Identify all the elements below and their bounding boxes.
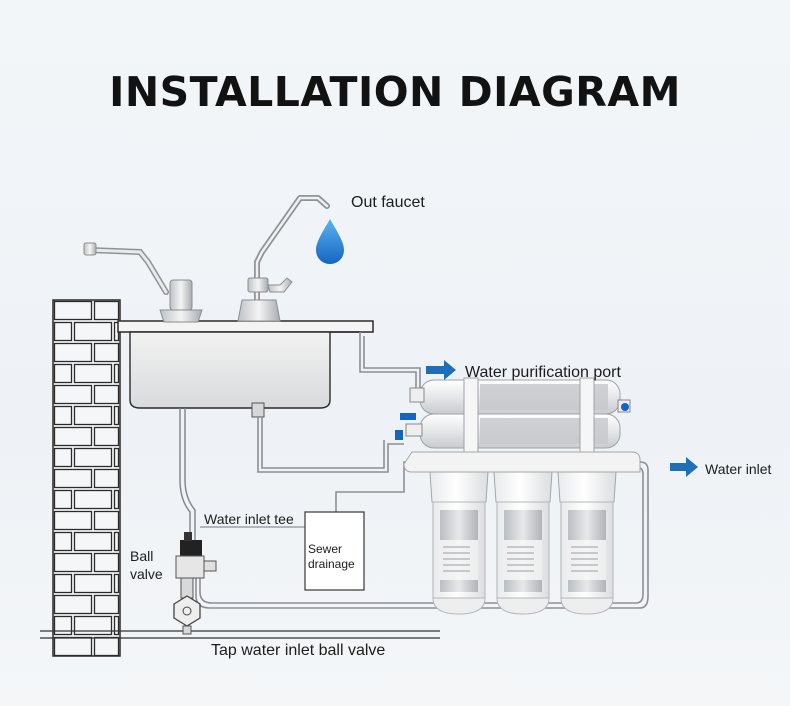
page-title: INSTALLATION DIAGRAM xyxy=(109,68,681,116)
brick xyxy=(73,531,113,552)
brick xyxy=(53,384,93,405)
brick xyxy=(113,573,120,594)
piping xyxy=(179,332,649,609)
brick xyxy=(53,510,93,531)
brick xyxy=(73,447,113,468)
brick xyxy=(73,363,113,384)
tap-water-inlet-ball-valve xyxy=(173,577,201,635)
brick xyxy=(113,531,120,552)
label-ball-valve-line1: Ball xyxy=(130,548,153,564)
label-water-inlet: Water inlet xyxy=(705,461,772,477)
brick xyxy=(113,615,120,636)
label-sewer-line1: Sewer xyxy=(308,542,342,556)
label-out-faucet: Out faucet xyxy=(351,194,425,211)
ball-valve xyxy=(175,532,217,579)
brick xyxy=(73,321,113,342)
brick xyxy=(53,531,73,552)
brick xyxy=(53,552,93,573)
brick xyxy=(73,405,113,426)
arrow-right-icon xyxy=(426,360,456,380)
arrow-right-icon xyxy=(670,457,698,477)
brick xyxy=(73,573,113,594)
filter-housing xyxy=(429,471,489,615)
water-filter-system xyxy=(395,377,641,615)
water-drop-icon xyxy=(316,219,344,264)
brick xyxy=(73,615,113,636)
brick xyxy=(53,405,73,426)
brick xyxy=(53,426,93,447)
filter-housing xyxy=(493,471,553,615)
brick xyxy=(113,447,120,468)
filter-housing xyxy=(557,471,617,615)
brick xyxy=(53,615,73,636)
brick xyxy=(53,300,93,321)
brick xyxy=(93,300,120,321)
brick xyxy=(93,426,120,447)
brick xyxy=(53,468,93,489)
brick xyxy=(53,573,73,594)
kitchen-faucet xyxy=(83,242,203,323)
brick xyxy=(53,636,93,657)
brick xyxy=(53,447,73,468)
label-ball-valve-line2: valve xyxy=(130,566,163,582)
brick xyxy=(113,363,120,384)
brick xyxy=(73,489,113,510)
brick xyxy=(93,384,120,405)
brick xyxy=(93,510,120,531)
brick xyxy=(53,489,73,510)
brick-wall xyxy=(52,299,121,657)
purified-water-faucet xyxy=(237,195,330,322)
label-water-inlet-tee: Water inlet tee xyxy=(204,511,294,527)
brick xyxy=(93,468,120,489)
brick xyxy=(93,594,120,615)
label-tap-water-inlet-ball-valve: Tap water inlet ball valve xyxy=(211,642,385,659)
brick xyxy=(113,489,120,510)
brick xyxy=(53,363,73,384)
brick xyxy=(53,594,93,615)
label-sewer-line2: drainage xyxy=(308,557,355,571)
brick xyxy=(93,636,120,657)
sink xyxy=(117,320,374,418)
sewer-drainage-box xyxy=(304,511,365,591)
floor-lines xyxy=(40,630,440,639)
label-water-purification-port: Water purification port xyxy=(465,364,621,381)
brick xyxy=(113,405,120,426)
brick xyxy=(93,342,120,363)
brick xyxy=(53,321,73,342)
brick xyxy=(93,552,120,573)
brick xyxy=(53,342,93,363)
